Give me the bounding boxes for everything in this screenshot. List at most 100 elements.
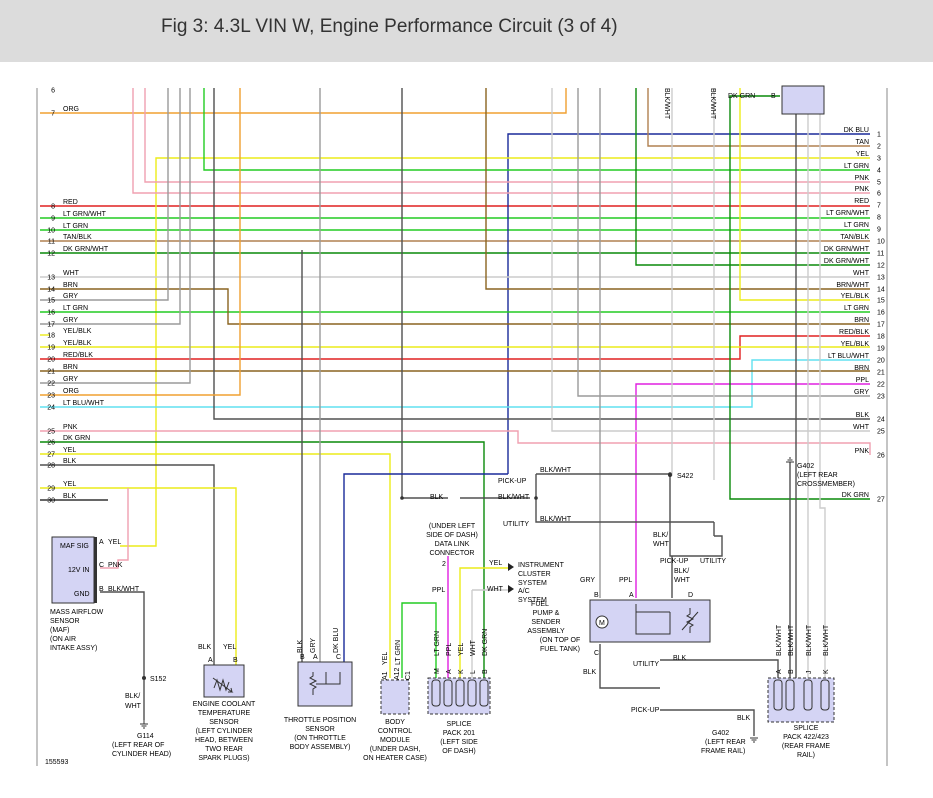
wire-pnk-26 <box>40 430 871 455</box>
fuel-caption-4: (ON TOP OF <box>540 637 580 644</box>
ect-caption-0: ENGINE COOLANT <box>193 701 256 708</box>
left-wire-label: BRN <box>63 282 78 289</box>
left-row-number: 8 <box>51 204 55 211</box>
wire-ppl-22 <box>635 383 870 598</box>
left-wire-label: LT GRN <box>63 305 88 312</box>
thermistor-icon <box>212 677 234 693</box>
ect-caption-3: (LEFT CYLINDER <box>196 728 253 735</box>
wire-yelblk-15 <box>739 88 870 301</box>
wire-wht-25 <box>551 88 870 432</box>
left-wire-label: ORG <box>63 388 79 395</box>
wire-gry-23 <box>577 88 870 397</box>
right-wire-label: WHT <box>853 424 870 431</box>
left-wire-label: LT GRN/WHT <box>63 211 107 218</box>
right-row-number: 16 <box>877 310 885 317</box>
wire-yel-3 <box>120 157 870 547</box>
right-row-number: 17 <box>877 322 885 329</box>
dlc-wire: PPL <box>432 587 445 594</box>
left-row-number: 7 <box>51 111 55 118</box>
fuel-caption-5: FUEL TANK) <box>540 646 580 653</box>
ect-sensor-box <box>203 664 245 698</box>
left-row-number: 9 <box>51 216 55 223</box>
s152-label: S152 <box>150 676 166 683</box>
right-row-number: 21 <box>877 370 885 377</box>
junction-dot <box>400 496 404 500</box>
maf-pin-gnd: GND <box>74 591 90 598</box>
wire-blkwht-util <box>535 474 714 523</box>
blk-label-3: BLK <box>673 655 687 662</box>
sp201-pin-label: K <box>458 669 465 674</box>
wire-ltgrn-bcm <box>401 602 437 678</box>
right-row-number: 27 <box>877 497 885 504</box>
ect-pin-a: A <box>208 657 213 664</box>
inst-cluster-2: SYSTEM <box>518 580 547 587</box>
wire-dkgrnwht-r12 <box>635 88 870 266</box>
left-wire-label: ORG <box>63 106 79 113</box>
ect-caption-4: HEAD, BETWEEN <box>195 737 253 744</box>
sp422-terminal <box>820 679 830 711</box>
sp422-wire-label: BLK/WHT <box>806 624 813 656</box>
ect-wire-b: YEL <box>223 644 236 651</box>
bcm-pin-a1: A1 <box>382 671 389 680</box>
wire-pnk-maf <box>100 488 129 569</box>
utility-label-2: UTILITY <box>700 558 726 565</box>
right-wire-label: LT GRN/WHT <box>826 210 870 217</box>
left-wire-label: GRY <box>63 317 78 324</box>
left-row-number: 19 <box>47 345 55 352</box>
ect-caption-1: TEMPERATURE <box>198 710 251 717</box>
blk-wht-fuel-3: BLK/ <box>674 568 689 575</box>
left-wire-label: LT BLU/WHT <box>63 400 105 407</box>
wire-gry-15L <box>40 88 169 301</box>
g402-bottom-label: G402 <box>712 730 729 737</box>
sp422-wire-label: BLK/WHT <box>823 624 830 656</box>
left-wire-label: WHT <box>63 270 80 277</box>
bcm-wire-a1: YEL <box>382 652 389 665</box>
bcm-pin-a12: A12 <box>394 667 401 680</box>
wire-brn-17 <box>40 288 870 325</box>
right-row-number: 19 <box>877 346 885 353</box>
right-wire-label: BRN <box>854 317 869 324</box>
wire-blk-28L <box>40 464 215 665</box>
sp201-wire-label: YEL <box>458 643 465 656</box>
wire-layer <box>40 88 871 736</box>
dlc-pin: 2 <box>442 561 446 568</box>
dlc-caption-2: DATA LINK <box>435 541 470 548</box>
g402-bottom-ground-symbol <box>750 737 758 743</box>
right-wire-label: PPL <box>856 377 869 384</box>
maf-caption-2: (MAF) <box>50 627 69 634</box>
inst-cluster-1: CLUSTER <box>518 571 551 578</box>
right-wire-label: RED/BLK <box>839 329 869 336</box>
right-wire-label: TAN/BLK <box>840 234 869 241</box>
right-wire-label: YEL/BLK <box>841 293 870 300</box>
sp201-pin-label: M <box>434 668 441 674</box>
tps-caption-1: SENSOR <box>305 726 335 733</box>
blk-wht-label-bot: BLK/WHT <box>540 516 572 523</box>
left-row-number: 25 <box>47 429 55 436</box>
fuel-caption-2: SENDER <box>531 619 560 626</box>
right-wire-label: YEL <box>856 151 869 158</box>
g114-caption-0: (LEFT REAR OF <box>112 742 164 749</box>
tps-caption-2: (ON THROTTLE <box>294 735 346 742</box>
ac-system-arrow <box>508 585 514 593</box>
tps-wiper <box>316 672 341 685</box>
right-row-number: 5 <box>877 180 881 187</box>
fuel-pin-d: D <box>688 592 693 599</box>
fuel-caption-0: FUEL <box>531 601 549 608</box>
right-row-number: 25 <box>877 429 885 436</box>
bcm-caption-1: CONTROL <box>378 728 412 735</box>
g402-bottom-caption-1: FRAME RAIL) <box>701 748 745 755</box>
right-wire-label: RED <box>854 198 869 205</box>
wire-pnk-5 <box>144 88 870 183</box>
sp422-pin-label: J <box>806 671 813 675</box>
tps-pin-a: A <box>313 654 318 661</box>
wire-blk-utility3 <box>660 659 779 678</box>
left-wire-label: BLK <box>63 493 77 500</box>
left-row-number: 30 <box>47 498 55 505</box>
right-row-number: 3 <box>877 156 881 163</box>
sp422-wire-label: BLK/WHT <box>776 624 783 656</box>
right-wire-label: DK GRN/WHT <box>824 258 870 265</box>
wire-org-23L <box>40 88 241 396</box>
tps-caption-0: THROTTLE POSITION <box>284 717 356 724</box>
right-row-number: 18 <box>877 334 885 341</box>
